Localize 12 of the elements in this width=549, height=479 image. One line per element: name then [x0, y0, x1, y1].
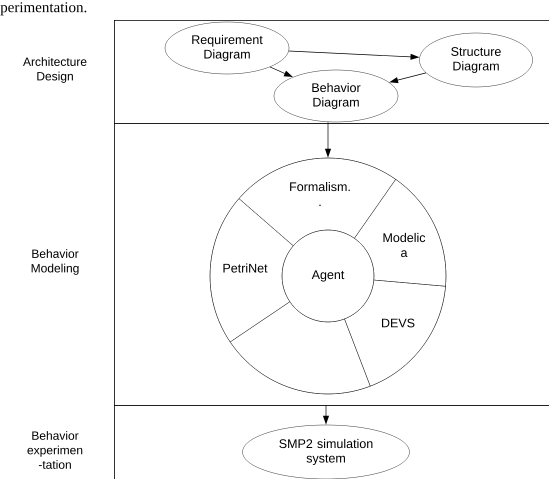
wheel-sector: DEVS [344, 280, 446, 386]
ellipse-node: Requirement Diagram [164, 22, 290, 74]
formalism-wheel [210, 158, 446, 394]
ellipse-node: Behavior Diagram [274, 70, 398, 122]
ellipse-node: Structure Diagram [419, 32, 533, 88]
page-text-fragment: perimentation. [0, 2, 86, 16]
node-label: Behavior Modeling [32, 249, 79, 275]
wheel-sector: Modelic a [354, 179, 446, 286]
node-label: Behavior experimen -tation [27, 431, 82, 469]
wheel-sector: PetriNet [210, 198, 294, 342]
node-label: Architecture Design [23, 57, 86, 83]
wheel-sector [230, 302, 370, 394]
